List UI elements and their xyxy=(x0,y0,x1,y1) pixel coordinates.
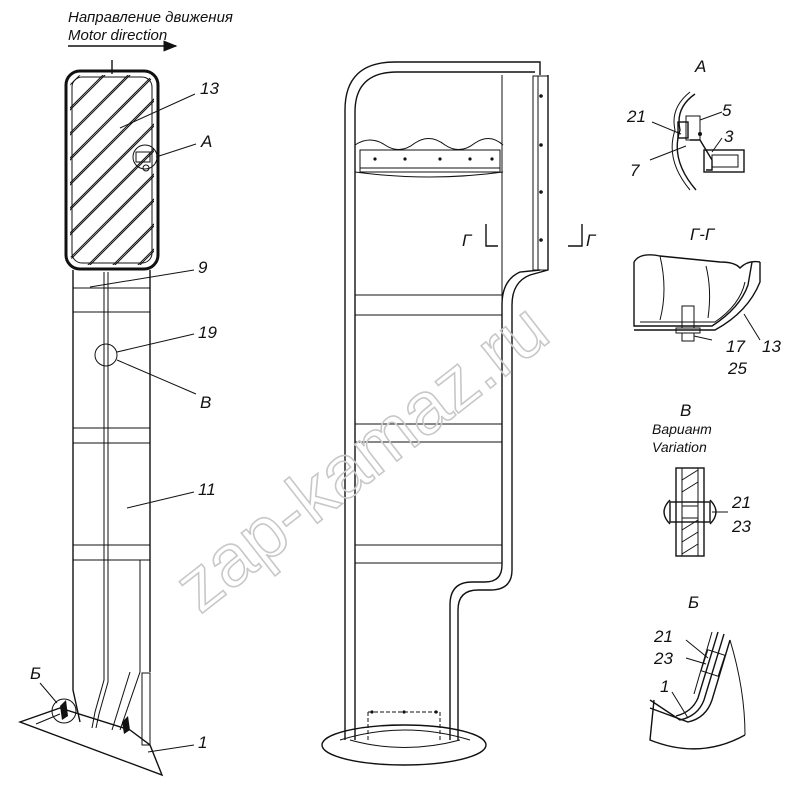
left-side-view: 13 A 9 19 B 11 Б 1 xyxy=(17,60,219,777)
detail-gg-callout-17: 17 xyxy=(726,337,745,356)
detail-gg-title: Г-Г xyxy=(690,225,716,244)
callout-be: Б xyxy=(30,664,41,683)
detail-b-title: B xyxy=(680,401,691,420)
direction-en-text: Motor direction xyxy=(68,27,167,44)
edge-strip xyxy=(532,75,549,271)
shroud-outer-outline xyxy=(344,61,541,740)
detail-b-subtitle-ru: Вариант xyxy=(652,421,712,437)
detail-be-callout-21: 21 xyxy=(653,627,673,646)
detail-gg-callout-13: 13 xyxy=(762,337,781,356)
detail-gg-callout-25: 25 xyxy=(727,359,747,378)
detail-v-marker xyxy=(94,343,118,367)
base-flange xyxy=(321,724,487,766)
detail-be-marker xyxy=(51,698,77,724)
tank-inner-outline xyxy=(71,76,153,264)
callout-v: B xyxy=(200,393,211,412)
tank-hatching xyxy=(70,75,154,265)
detail-be: Б 21 23 1 xyxy=(649,593,746,750)
motor-direction-header: Направление движения Motor direction xyxy=(68,9,233,52)
center-rear-view: Г Г xyxy=(321,61,597,766)
detail-be-callout-23: 23 xyxy=(653,649,673,668)
detail-a-title: A xyxy=(694,57,706,76)
detail-a-callout-3: 3 xyxy=(724,127,734,146)
callout-13: 13 xyxy=(200,79,219,98)
detail-b-subtitle-en: Variation xyxy=(652,439,707,455)
detail-a-callout-21: 21 xyxy=(626,107,646,126)
detail-b-callout-21: 21 xyxy=(731,493,751,512)
detail-be-title: Б xyxy=(688,593,699,612)
tank-band xyxy=(359,149,501,173)
detail-b: B Вариант Variation 21 23 xyxy=(652,401,751,557)
callout-9: 9 xyxy=(198,258,208,277)
section-mark-right: Г xyxy=(586,231,597,250)
mount-bracket xyxy=(141,672,151,746)
band-1 xyxy=(354,294,503,316)
shroud-outline xyxy=(72,270,151,723)
callout-19: 19 xyxy=(198,323,217,342)
detail-a-callout-5: 5 xyxy=(722,101,732,120)
detail-gg: Г-Г 17 13 25 xyxy=(633,225,781,378)
detail-a: A 21 5 3 7 xyxy=(626,57,745,191)
detail-b-strip xyxy=(675,467,705,557)
detail-a-callout-7: 7 xyxy=(630,161,640,180)
direction-ru-text: Направление движения xyxy=(68,9,233,26)
detail-b-callout-23: 23 xyxy=(731,517,751,536)
detail-gg-bolt xyxy=(681,305,695,329)
detail-a-clamp xyxy=(703,149,745,173)
detail-be-rivet xyxy=(700,649,726,677)
tank-body xyxy=(64,69,160,271)
section-mark-left: Г xyxy=(462,231,473,250)
band-3 xyxy=(354,544,503,564)
callout-1: 1 xyxy=(198,733,207,752)
callout-a: A xyxy=(200,132,212,151)
detail-b-rivet xyxy=(669,501,711,523)
step-plate xyxy=(17,707,164,777)
callout-11: 11 xyxy=(198,480,216,499)
band-2 xyxy=(354,423,503,443)
detail-be-callout-1: 1 xyxy=(660,677,669,696)
